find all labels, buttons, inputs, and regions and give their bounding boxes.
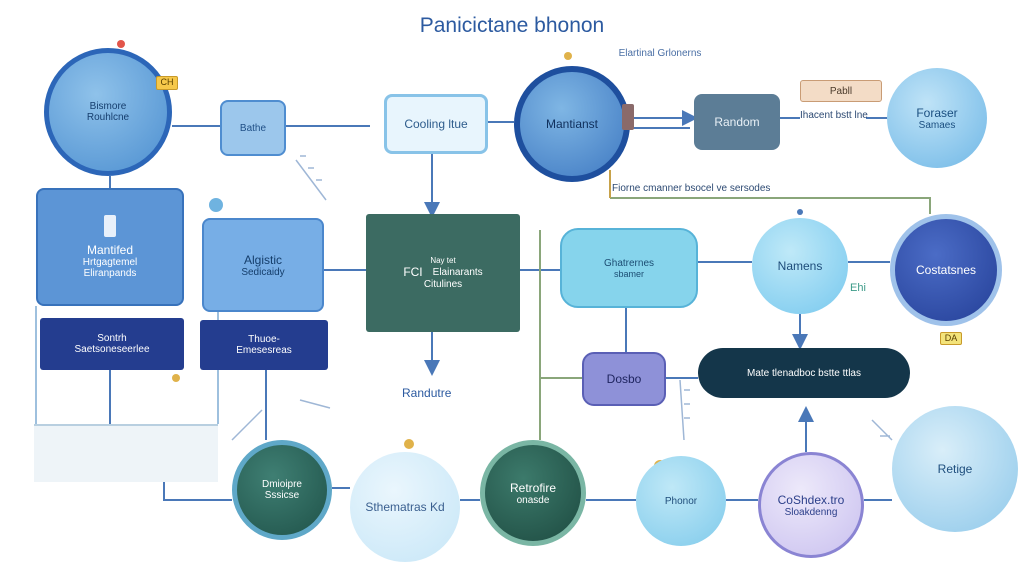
node-sublabel: Eliranpands [83, 268, 137, 279]
node-label: Bismore [89, 101, 127, 112]
node-label: Mantifed [86, 243, 134, 257]
node-retrofire[interactable]: Retrofire onasde [480, 440, 586, 546]
connector-label: Ihacent bstt lne [800, 110, 868, 121]
node-sublabel: sbamer [613, 268, 644, 279]
node-costatsnes[interactable]: Costatsnes [890, 214, 1002, 326]
node-label: Dmioipre [261, 479, 302, 490]
connector [610, 197, 931, 214]
marker-dot [564, 52, 572, 60]
node-fci[interactable]: Nay tet FCI Elainarants Citulines [366, 214, 520, 332]
tick-marks [679, 379, 690, 441]
node-label: Mate tlenadboc bstte ttlas [747, 367, 861, 379]
badge-da: DA [940, 332, 962, 345]
node-foraser[interactable]: Foraser Samaes [887, 68, 987, 168]
node-sublabel: Sssicse [264, 490, 300, 501]
marker-dot [797, 209, 803, 215]
node-label: Sontrh [97, 333, 127, 344]
node-label: Retige [937, 462, 973, 476]
node-sublabel: Citulines [423, 279, 463, 290]
node-label: Dosbo [606, 372, 642, 386]
connector [163, 482, 232, 501]
node-dosbo[interactable]: Dosbo [582, 352, 666, 406]
node-sublabel: Sedicaidy [241, 266, 285, 278]
node-label: Cooling ltue [404, 117, 468, 131]
node-namens[interactable]: Namens [752, 218, 848, 314]
tick-marks [871, 419, 893, 441]
node-label: Costatsnes [915, 263, 977, 277]
node-mantianst[interactable]: Mantianst [514, 66, 630, 182]
plug-icon [622, 104, 634, 130]
node-dmioipre[interactable]: Dmioipre Sssicse [232, 440, 332, 540]
node-label: Thuoe- [248, 334, 280, 345]
marker-dot [404, 439, 414, 449]
node-sublabel: Saetsoneseerlee [74, 344, 150, 355]
node-label: Retrofire [509, 480, 556, 495]
node-bathe[interactable]: Bathe [220, 100, 286, 156]
node-label: Foraser [916, 105, 958, 120]
node-label: Phonor [664, 495, 698, 507]
flow-label: Fiorne cmanner bsocel ve sersodes [612, 183, 771, 194]
node-label: Pabll [829, 85, 853, 97]
node-mate-pill[interactable]: Mate tlenadboc bstte ttlas [698, 348, 910, 398]
node-thuoe[interactable]: Thuoe- Emesesreas [200, 320, 328, 370]
node-code: FCI [403, 265, 423, 279]
diagram-subtitle: Elartinal Grlonerns [618, 48, 702, 59]
tick-marks [295, 155, 327, 201]
node-label: Sthematras Kd [365, 500, 445, 514]
node-sontrh[interactable]: Sontrh Saetsoneseerlee [40, 318, 184, 370]
node-quenches[interactable]: Ghatrernes sbamer [560, 228, 698, 308]
node-sublabel: Rouhlcne [86, 112, 130, 123]
flow-label: Ehi [850, 282, 866, 294]
flow-label: Randutre [402, 386, 452, 400]
node-cooling[interactable]: Cooling ltue [384, 94, 488, 154]
node-sublabel: onasde [516, 494, 550, 506]
badge-ch: CH [156, 76, 178, 90]
node-random[interactable]: Random [694, 94, 780, 150]
node-label: Ghatrernes [603, 257, 655, 269]
node-sublabel: Hrtgagtemel [82, 257, 138, 268]
node-label: Random [714, 115, 760, 129]
node-label: Mantianst [545, 117, 599, 131]
marker-dot [172, 374, 180, 382]
marker-dot [209, 198, 223, 212]
background-panel [34, 424, 218, 482]
bottle-icon [104, 215, 116, 237]
node-schematic[interactable]: Sthematras Kd [350, 452, 460, 562]
node-label: Namens [777, 259, 823, 273]
node-phonor[interactable]: Phonor [636, 456, 726, 546]
node-coshdex[interactable]: CoShdex.tro Sloakdenng [758, 452, 864, 558]
node-label: Elainarants [432, 266, 483, 278]
node-sublabel: Emesesreas [236, 345, 292, 356]
node-algistic[interactable]: Algistic Sedicaidy [202, 218, 324, 312]
node-label: Bathe [239, 122, 267, 134]
node-tag: Nay tet [430, 256, 456, 265]
node-sublabel: Sloakdenng [784, 506, 838, 518]
node-bismore[interactable]: Bismore Rouhlcne [44, 48, 172, 176]
node-retige[interactable]: Retige [892, 406, 1018, 532]
diagram-title: Panicictane bhonon [419, 14, 605, 37]
node-pabll[interactable]: Pabll [800, 80, 882, 102]
marker-dot [117, 40, 125, 48]
node-mantifed[interactable]: Mantifed Hrtgagtemel Eliranpands [36, 188, 184, 306]
node-label: CoShdex.tro [777, 492, 845, 507]
node-sublabel: Samaes [918, 119, 956, 131]
tick-marks [231, 399, 331, 441]
node-label: Algistic [243, 252, 282, 267]
